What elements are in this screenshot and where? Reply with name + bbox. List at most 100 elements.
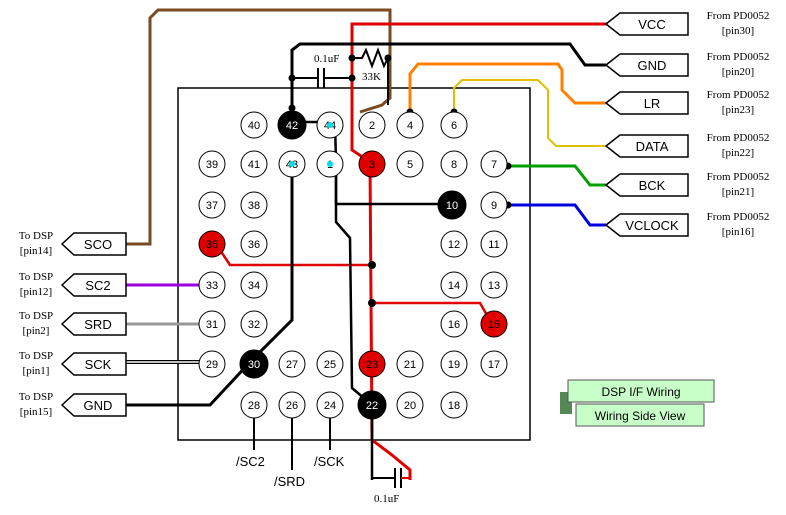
pin-label: 9: [491, 200, 497, 212]
connector-pin: [pin1]: [23, 365, 50, 377]
connector-label: SRD: [84, 317, 111, 332]
connector-pin: [pin14]: [20, 245, 52, 257]
connector-pin: [pin23]: [722, 104, 754, 116]
pin-label: 40: [248, 120, 260, 132]
cap-bottom-label: 0.1uF: [374, 493, 399, 505]
pin-7: 7: [480, 150, 508, 178]
vcc-wire: [350, 22, 610, 164]
pin-label: 10: [446, 200, 458, 212]
vcc-15-link: [372, 301, 494, 325]
connector-from: From PD0052: [707, 132, 770, 144]
pin-label: 3: [369, 159, 375, 171]
pin-label: 29: [206, 359, 218, 371]
connector-label: VCLOCK: [625, 218, 679, 233]
pin-label: 23: [366, 359, 378, 371]
pin-label: 32: [248, 319, 260, 331]
pin-label: 39: [206, 159, 218, 171]
pin-24: 24: [316, 391, 344, 419]
lr-wire: [408, 62, 606, 112]
pin-38: 38: [240, 191, 268, 219]
pin-label: 16: [448, 319, 460, 331]
connector-pin: [pin2]: [23, 325, 50, 337]
pin-18: 18: [440, 391, 468, 419]
vclock-wire: [508, 203, 606, 227]
pin-label: 18: [448, 400, 460, 412]
pin-2: 2: [358, 111, 386, 139]
pin-grid: 4042442463941431358737381093536121133341…: [198, 110, 508, 420]
vcc-35-link: [214, 243, 372, 267]
pin-label: 35: [206, 239, 218, 251]
cap-top-label: 0.1uF: [314, 53, 339, 65]
bottom-label-sc2: /SC2: [236, 454, 265, 469]
pin-37: 37: [198, 191, 226, 219]
pin-28: 28: [240, 391, 268, 419]
pin-40: 40: [240, 111, 268, 139]
connector-pin: [pin16]: [722, 226, 754, 238]
pin-label: 33: [206, 280, 218, 292]
pin-label: 12: [448, 239, 460, 251]
pin-5: 5: [396, 150, 424, 178]
pin-21: 21: [396, 350, 424, 378]
pin-27: 27: [278, 350, 306, 378]
resistor: [352, 47, 389, 105]
pin-label: 37: [206, 200, 218, 212]
pin-22: 22: [357, 390, 387, 420]
pin-label: 8: [451, 159, 457, 171]
data-wire: [453, 79, 610, 147]
legend: DSP I/F Wiring Wiring Side View: [560, 379, 715, 427]
pin-35: 35: [198, 230, 226, 258]
pin-30: 30: [239, 349, 269, 379]
pin-label: 5: [407, 159, 413, 171]
pin-label: 13: [488, 280, 500, 292]
connector-to: To DSP: [19, 230, 53, 242]
pin-8: 8: [440, 150, 468, 178]
gnd-1-22: [334, 175, 373, 406]
legend-subtitle: Wiring Side View: [595, 409, 686, 423]
highlight-dot: [327, 161, 333, 167]
connector-to: To DSP: [19, 271, 53, 283]
pin-label: 21: [404, 359, 416, 371]
pin-label: 15: [488, 319, 500, 331]
highlight-dot: [327, 122, 333, 128]
pin-17: 17: [480, 350, 508, 378]
top-capacitor: [291, 68, 352, 108]
pin-36: 36: [240, 230, 268, 258]
pin-42: 42: [277, 110, 307, 140]
pin-label: 30: [248, 359, 260, 371]
legend-title: DSP I/F Wiring: [601, 385, 680, 399]
pin-label: 2: [369, 120, 375, 132]
pin-29: 29: [198, 350, 226, 378]
bck-wire: [508, 164, 606, 187]
connector-pin: [pin30]: [722, 25, 754, 37]
connector-from: From PD0052: [707, 89, 770, 101]
pin-label: 25: [324, 359, 336, 371]
connector-label: BCK: [639, 178, 666, 193]
pin-9: 9: [480, 191, 508, 219]
pin-16: 16: [440, 310, 468, 338]
pin-32: 32: [240, 310, 268, 338]
bottom-label-srd: /SRD: [274, 474, 305, 489]
pin-4: 4: [396, 111, 424, 139]
pin-10: 10: [437, 190, 467, 220]
highlight-dot: [289, 161, 295, 167]
pin-label: 38: [248, 200, 260, 212]
pin-label: 27: [286, 359, 298, 371]
connector-to: To DSP: [19, 350, 53, 362]
connector-pin: [pin22]: [722, 147, 754, 159]
gnd-1-10: [334, 162, 445, 206]
pin-label: 4: [407, 120, 413, 132]
pin-label: 41: [248, 159, 260, 171]
connector-from: From PD0052: [707, 51, 770, 63]
pin-23: 23: [358, 350, 386, 378]
pin-label: 36: [248, 239, 260, 251]
